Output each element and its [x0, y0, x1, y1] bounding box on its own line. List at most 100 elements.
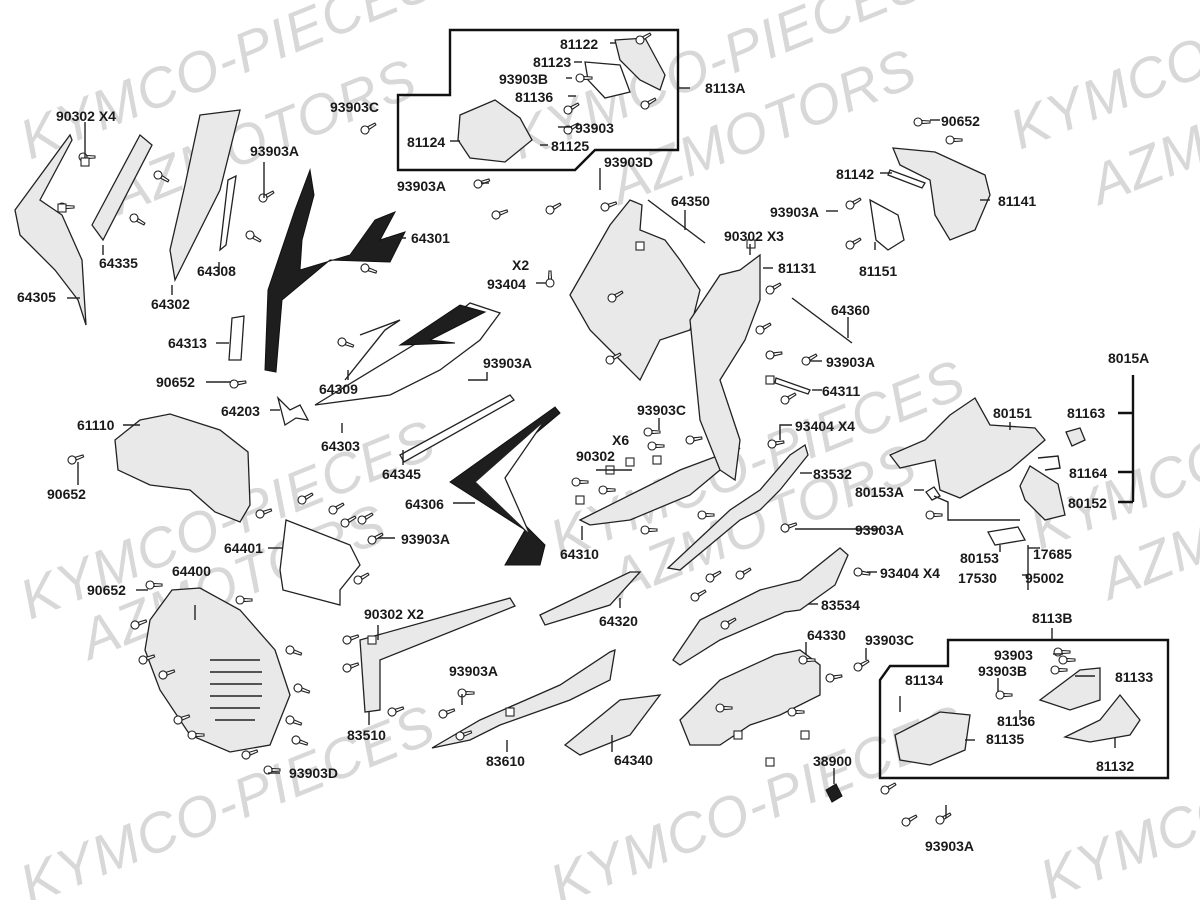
part-label: 8015A: [1108, 350, 1150, 366]
screw-icon: [340, 515, 357, 528]
part-label: 93903C: [330, 99, 380, 115]
part-80153a: [925, 486, 1020, 521]
part-label: 64350: [671, 193, 710, 209]
screw-icon: [297, 492, 314, 505]
part-label: 81131: [778, 260, 817, 276]
part-label: 64308: [197, 263, 236, 279]
screw-icon: [491, 209, 509, 220]
clip-nut-icon: [800, 730, 810, 740]
clip-nut-icon: [733, 730, 743, 740]
screw-icon: [845, 197, 862, 210]
part-64308: [219, 174, 237, 252]
part-64350: [647, 199, 706, 244]
screw-icon: [571, 477, 589, 487]
screw-icon: [1050, 665, 1068, 675]
screw-icon: [720, 617, 737, 630]
screw-icon: [755, 322, 772, 335]
part-label: 90652: [156, 374, 195, 390]
screw-icon: [387, 706, 405, 717]
part-label: 80153: [960, 550, 999, 566]
screw-icon: [293, 683, 311, 694]
clip-nut-icon: [575, 495, 585, 505]
part-label: 81125: [551, 138, 590, 154]
part-label: 81134: [905, 672, 944, 688]
part-61110: [114, 413, 251, 523]
screw-icon: [263, 765, 281, 775]
screw-icon: [640, 525, 658, 535]
part-64203: [276, 395, 310, 427]
part-label: 64360: [831, 302, 870, 318]
part-label: 64203: [221, 403, 260, 419]
part-64360: [791, 297, 853, 344]
part-64313: [228, 315, 245, 361]
part-label: 93903C: [637, 402, 687, 418]
screw-icon: [545, 270, 555, 288]
part-label: 90302: [576, 448, 615, 464]
screw-icon: [360, 122, 377, 135]
screw-icon: [880, 782, 897, 795]
part-81133: [1038, 667, 1101, 711]
screw-icon: [138, 654, 156, 665]
part-64400: [144, 587, 291, 753]
part-label: 93903A: [397, 178, 447, 194]
screw-icon: [780, 392, 797, 405]
part-label: 64303: [321, 438, 360, 454]
part-64311: [774, 377, 811, 395]
part-label: 90652: [47, 486, 86, 502]
part-label: 81141: [998, 193, 1037, 209]
screw-icon: [575, 73, 593, 83]
part-label: 93903A: [250, 143, 300, 159]
screw-icon: [455, 730, 473, 741]
part-64340: [563, 694, 662, 756]
screw-icon: [67, 454, 85, 465]
clip-nut-icon: [57, 203, 67, 213]
screw-icon: [697, 510, 715, 520]
part-label: 90302 X3: [724, 228, 784, 244]
screw-icon: [853, 659, 870, 672]
screw-icon: [640, 97, 657, 110]
part-label: 90652: [941, 113, 980, 129]
part-64401: [279, 519, 361, 606]
part-label: 93903D: [289, 765, 339, 781]
part-label: 83532: [813, 466, 852, 482]
part-label: 61110: [77, 417, 115, 433]
part-label: 64311: [822, 383, 861, 399]
screw-icon: [563, 102, 580, 115]
part-81163: [1065, 427, 1086, 447]
screw-icon: [545, 202, 562, 215]
screw-icon: [285, 645, 303, 656]
part-label: 64340: [614, 752, 653, 768]
part-label: 93404 X4: [795, 418, 855, 434]
screw-icon: [360, 263, 378, 274]
screw-icon: [241, 749, 259, 760]
part-83532: [666, 443, 809, 571]
part-label: 90302 X4: [56, 108, 116, 124]
screw-icon: [187, 730, 205, 740]
clip-nut-icon: [367, 635, 377, 645]
screw-icon: [457, 688, 475, 698]
part-label: X6: [612, 432, 630, 448]
part-80151: [888, 397, 1046, 499]
screw-icon: [173, 714, 191, 725]
screw-icon: [607, 290, 624, 303]
screw-icon: [158, 669, 176, 680]
clip-nut-icon: [635, 241, 645, 251]
part-label: 64345: [382, 466, 421, 482]
screw-icon: [130, 619, 148, 630]
screw-icon: [153, 170, 170, 183]
part-label: 93903: [994, 647, 1033, 663]
clip-nut-icon: [765, 757, 775, 767]
part-81135: [894, 711, 971, 766]
part-80153: [986, 526, 1027, 546]
screw-icon: [735, 567, 752, 580]
part-64306: [449, 406, 561, 566]
screw-icon: [798, 655, 816, 665]
part-83510: [359, 597, 516, 713]
screw-icon: [685, 435, 703, 445]
part-label: 64305: [17, 289, 56, 305]
part-label: 81133: [1115, 669, 1154, 685]
screw-icon: [245, 230, 262, 243]
